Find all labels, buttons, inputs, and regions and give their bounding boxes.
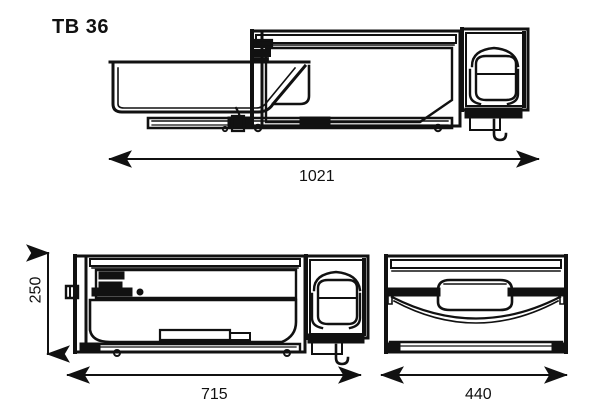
dimension-label-length-side: 715 [201, 386, 228, 403]
view-front-end [384, 254, 568, 354]
dimension-label-length-top: 1021 [299, 168, 335, 185]
dimension-label-width-front: 440 [465, 386, 492, 403]
dimension-label-height: 250 [27, 276, 45, 304]
view-lower-side [64, 254, 370, 366]
view-top-side [108, 27, 530, 142]
page-title: TB 36 [52, 16, 109, 38]
